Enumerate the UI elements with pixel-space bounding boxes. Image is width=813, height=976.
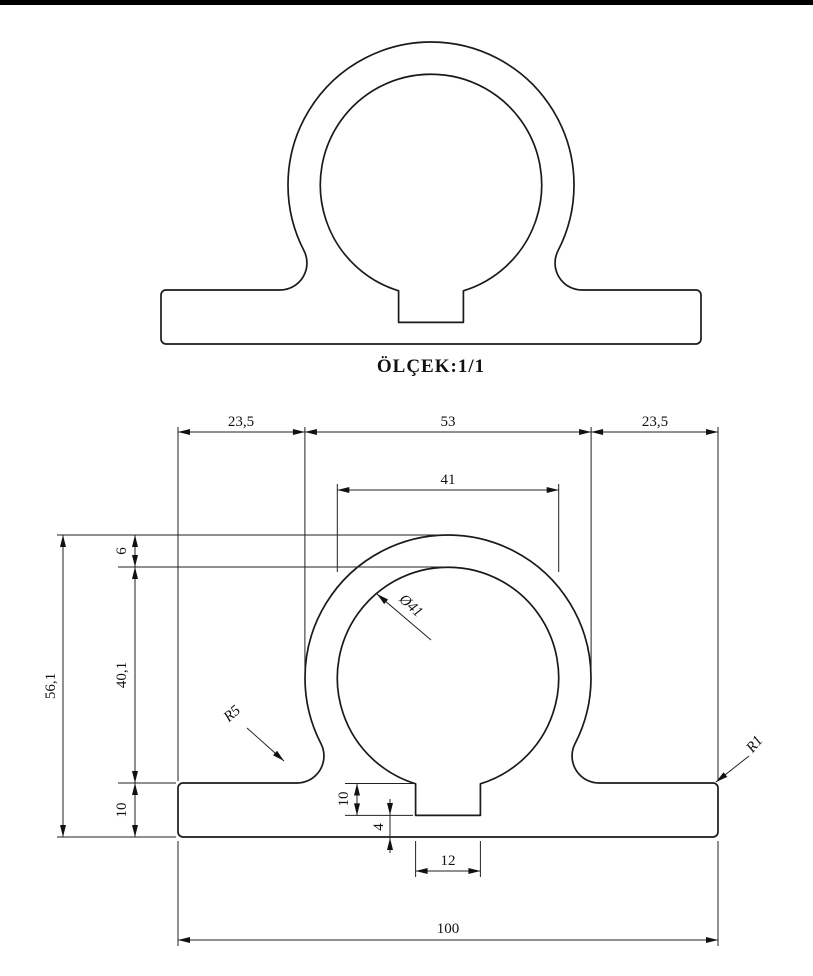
dim-total-width: 100 — [437, 921, 460, 937]
dim-base-height: 10 — [114, 803, 130, 818]
dimension-texts: 23,5 53 23,5 41 56,1 6 40,1 10 10 4 12 1… — [43, 414, 766, 937]
part-inner-bore-top-view — [319, 73, 543, 324]
dim-right-margin: 23,5 — [642, 414, 668, 430]
scale-label: ÖLÇEK:1/1 — [377, 356, 485, 377]
dim-rim-thickness: 6 — [114, 547, 130, 555]
dim-slot-bottom: 4 — [371, 823, 387, 831]
dim-ring-width: 53 — [441, 414, 456, 430]
dim-slot-width: 12 — [441, 853, 456, 869]
corner-radius-leader — [715, 755, 750, 783]
dim-slot-depth: 10 — [336, 792, 352, 807]
scan-artifact-bar — [0, 0, 813, 5]
dim-total-height: 56,1 — [43, 673, 59, 699]
dim-inner-diameter: Ø41 — [395, 591, 426, 621]
part-outer-profile — [177, 534, 719, 838]
dimensioned-view — [177, 534, 719, 838]
dim-inner-width: 41 — [441, 472, 456, 488]
dim-inner-height: 40,1 — [114, 662, 130, 688]
dim-left-margin: 23,5 — [228, 414, 254, 430]
fillet-radius-leader — [246, 727, 285, 762]
dim-fillet-radius: R5 — [220, 702, 244, 726]
dim-corner-radius: R1 — [743, 733, 767, 757]
diameter-leader — [376, 593, 432, 641]
part-outer-profile-top-view — [160, 41, 702, 345]
top-view — [160, 41, 702, 345]
extension-lines — [57, 427, 719, 946]
dimension-lines — [60, 429, 718, 943]
leader-lines — [246, 593, 750, 783]
part-inner-bore — [336, 566, 560, 817]
